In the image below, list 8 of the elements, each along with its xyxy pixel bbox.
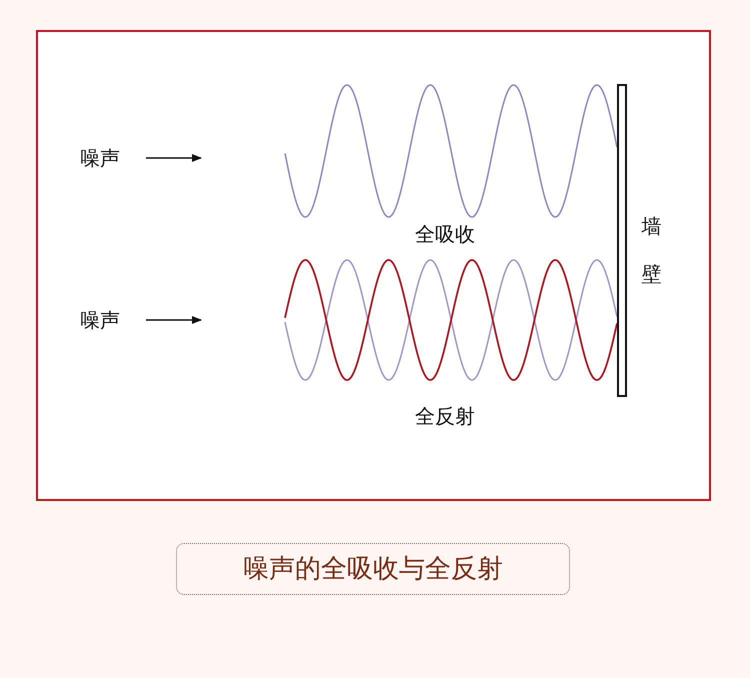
- node-label: 噪声: [80, 308, 120, 332]
- arrow: [146, 154, 202, 162]
- wave-label: 全反射: [415, 404, 475, 428]
- node-label: 噪声: [80, 146, 120, 170]
- wall-label: 墙壁: [640, 200, 664, 294]
- caption: 噪声的全吸收与全反射: [176, 543, 570, 595]
- wave-label: 全吸收: [415, 222, 475, 246]
- arrow: [146, 316, 202, 324]
